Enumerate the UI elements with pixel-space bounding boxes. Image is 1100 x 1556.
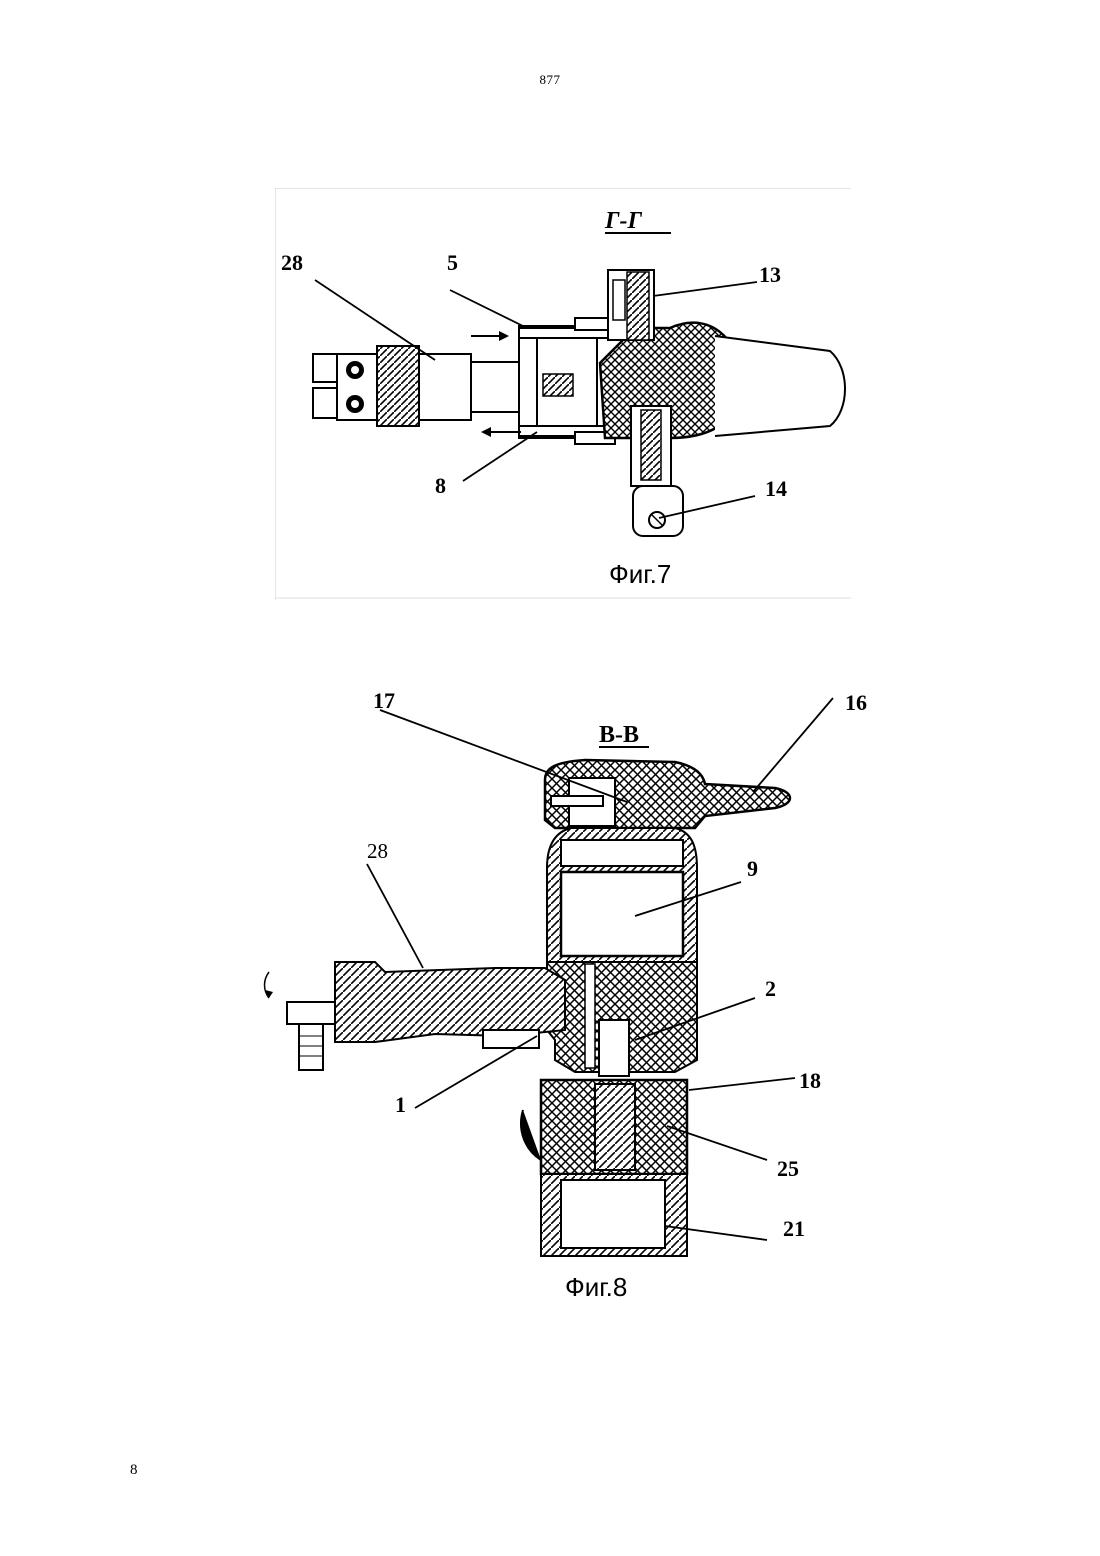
label-5: 5 [447, 250, 458, 275]
section-label-fig7: Г-Г [604, 208, 642, 234]
figure-8-caption: Фиг.8 [565, 1272, 627, 1302]
figure-7: Г-Г [275, 188, 851, 600]
label-28: 28 [281, 250, 303, 275]
figure-8-drawing: B-B [255, 680, 895, 1320]
figure-7-drawing: Г-Г [275, 188, 851, 600]
page-number-bottom: 8 [130, 1462, 138, 1479]
label-14: 14 [765, 476, 787, 501]
figure-8: B-B [255, 680, 895, 1320]
bottom-cup-21 [541, 1174, 687, 1256]
lower-nut-18 [521, 1080, 687, 1174]
label-1: 1 [395, 1092, 406, 1117]
label-9: 9 [747, 856, 758, 881]
figure-7-caption: Фиг.7 [609, 559, 671, 589]
arm-28 [265, 962, 566, 1070]
cap-handle-16 [545, 760, 790, 828]
upper-housing [547, 828, 697, 962]
label-16: 16 [845, 690, 867, 715]
label-25: 25 [777, 1156, 799, 1181]
top-piece-13 [608, 270, 654, 340]
label-17: 17 [373, 688, 395, 713]
section-label-fig8: B-B [599, 722, 639, 748]
page-number-top: 877 [0, 72, 1100, 88]
label-2: 2 [765, 976, 776, 1001]
label-13: 13 [759, 262, 781, 287]
label-8: 8 [435, 473, 446, 498]
label-28-fig8: 28 [367, 839, 388, 863]
label-21: 21 [783, 1216, 805, 1241]
cone [715, 336, 845, 436]
middle-body [547, 962, 697, 1076]
connector-28 [313, 346, 537, 426]
label-18: 18 [799, 1068, 821, 1093]
